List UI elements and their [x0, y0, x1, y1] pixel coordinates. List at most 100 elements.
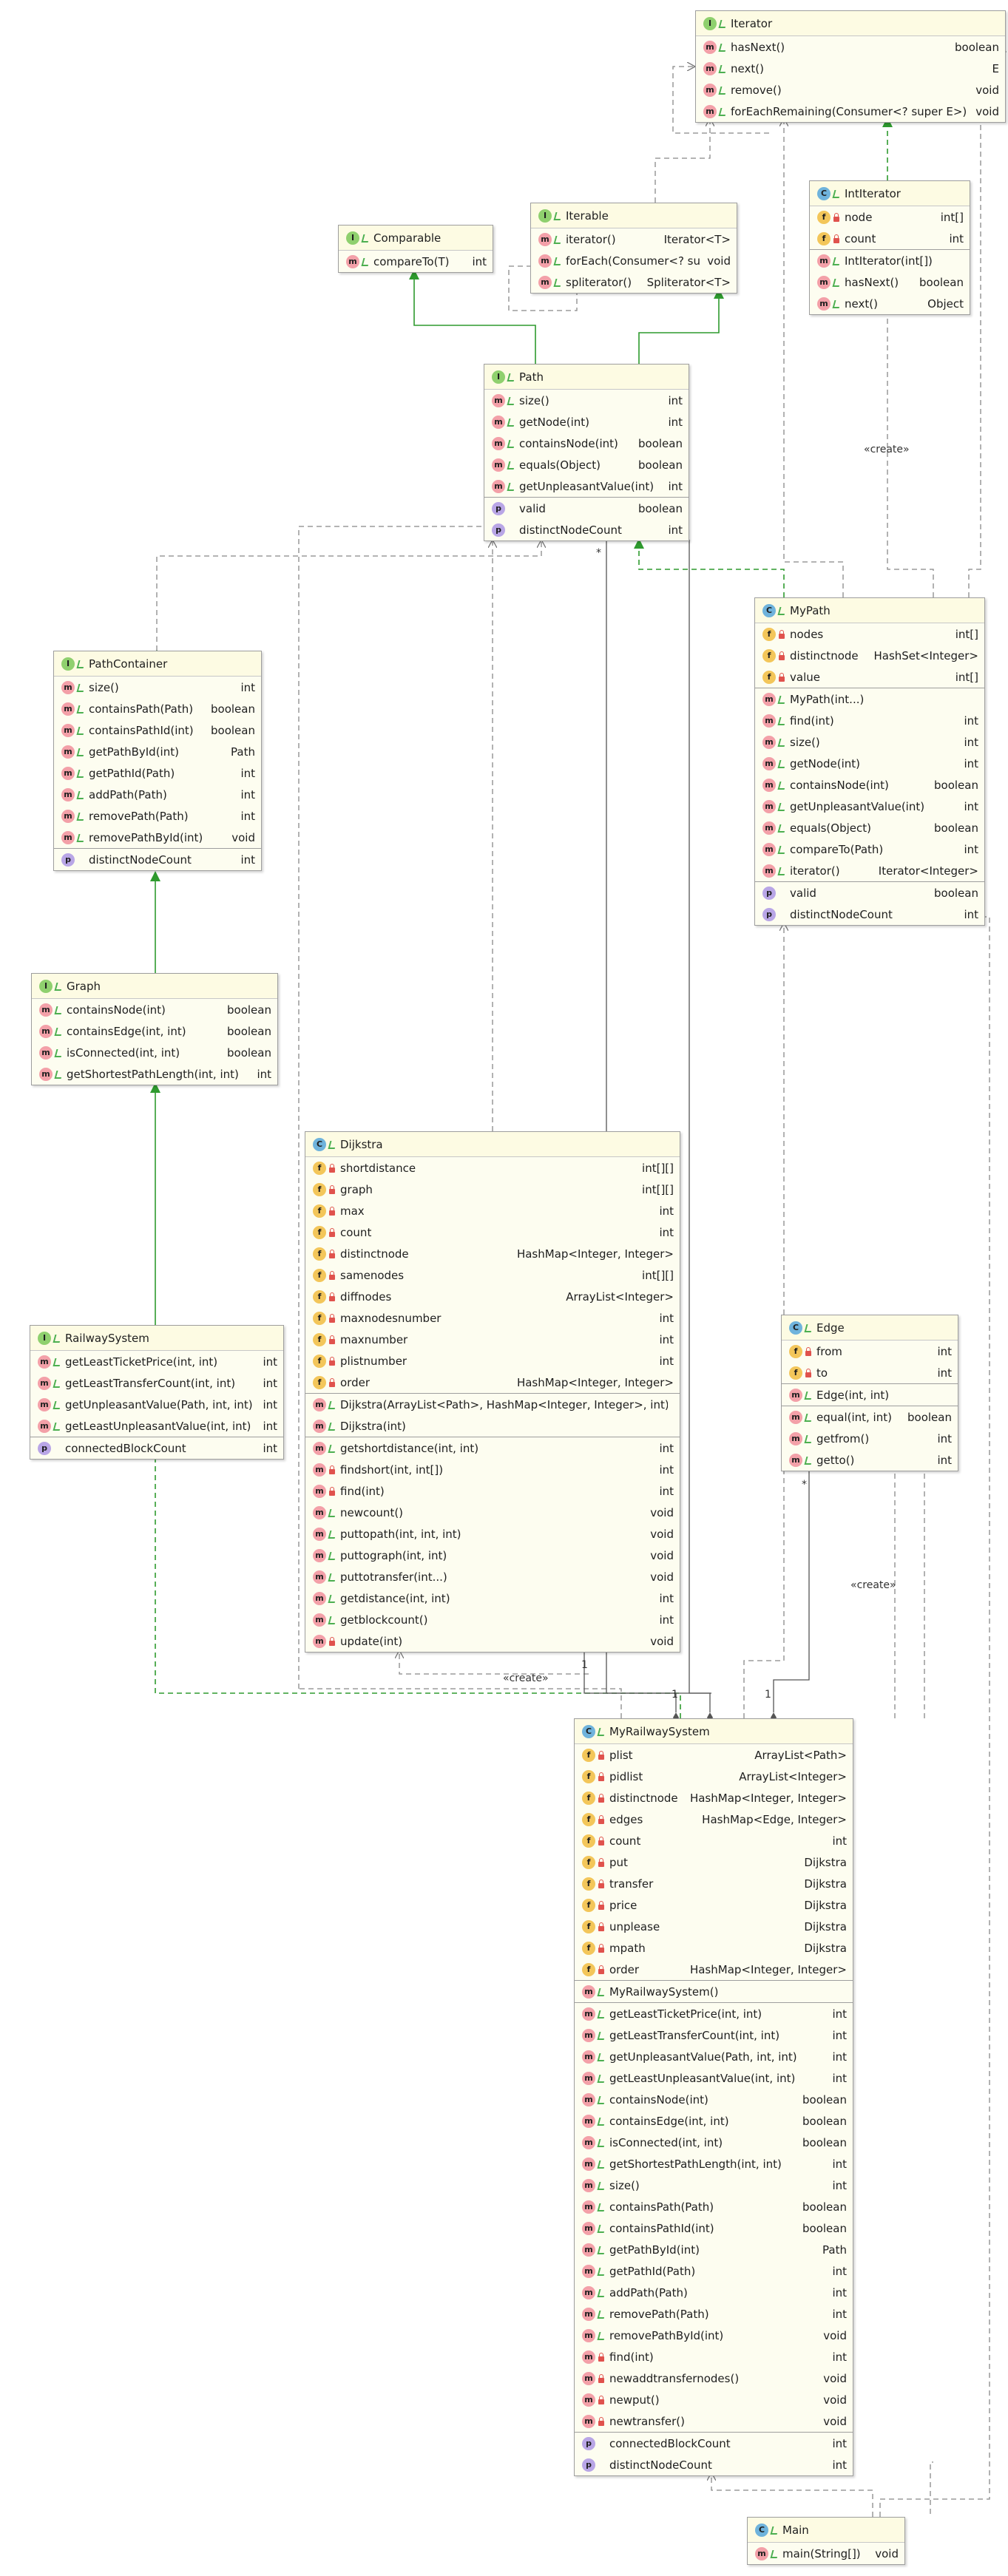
method-row[interactable]: mIntIterator(int[])	[810, 250, 970, 271]
method-row[interactable]: mhasNext()boolean	[696, 36, 1005, 58]
method-row[interactable]: mgetShortestPathLength(int, int)int	[32, 1063, 277, 1085]
method-row[interactable]: mremovePath(Path)int	[575, 2303, 853, 2325]
class-intiterator[interactable]: CIntIteratorfnodeint[]fcountintmIntItera…	[809, 180, 970, 315]
method-row[interactable]: mgetLeastTransferCount(int, int)int	[575, 2024, 853, 2046]
field-row[interactable]: fcountint	[575, 1830, 853, 1851]
method-row[interactable]: mgetUnpleasantValue(int)int	[755, 796, 984, 817]
method-row[interactable]: mgetLeastTicketPrice(int, int)int	[30, 1351, 283, 1372]
method-row[interactable]: mgetShortestPathLength(int, int)int	[575, 2153, 853, 2175]
method-row[interactable]: mnewaddtransfernodes()void	[575, 2367, 853, 2389]
method-row[interactable]: mcompareTo(Path)int	[755, 838, 984, 860]
field-row[interactable]: fmaxnumberint	[305, 1329, 680, 1350]
method-row[interactable]: mmain(String[])void	[748, 2543, 904, 2564]
method-row[interactable]: mcompareTo(T)int	[339, 251, 493, 272]
property-row[interactable]: pconnectedBlockCountint	[575, 2433, 853, 2454]
class-mypath[interactable]: CMyPathfnodesint[]fdistinctnodeHashSet<I…	[754, 597, 985, 926]
class-path[interactable]: IPathmsize()intmgetNode(int)intmcontains…	[484, 364, 689, 541]
method-row[interactable]: mfind(int)int	[755, 710, 984, 731]
method-row[interactable]: mequals(Object)boolean	[484, 454, 689, 475]
method-row[interactable]: mnewtransfer()void	[575, 2410, 853, 2432]
method-row[interactable]: mgetPathById(int)Path	[575, 2239, 853, 2260]
method-row[interactable]: mhasNext()boolean	[810, 271, 970, 293]
method-row[interactable]: mputtotransfer(int...)void	[305, 1566, 680, 1587]
class-railwaysystem[interactable]: IRailwaySystemmgetLeastTicketPrice(int, …	[30, 1325, 284, 1460]
method-row[interactable]: mgetNode(int)int	[755, 753, 984, 774]
method-row[interactable]: msize()int	[54, 677, 261, 698]
method-row[interactable]: miterator()Iterator<T>	[531, 228, 737, 250]
method-row[interactable]: msize()int	[755, 731, 984, 753]
method-row[interactable]: mcontainsPath(Path)boolean	[54, 698, 261, 719]
property-row[interactable]: pdistinctNodeCountint	[575, 2454, 853, 2475]
method-row[interactable]: mgetUnpleasantValue(int)int	[484, 475, 689, 497]
property-row[interactable]: pdistinctNodeCountint	[755, 904, 984, 925]
method-row[interactable]: mupdate(int)void	[305, 1630, 680, 1652]
method-row[interactable]: mDijkstra(ArrayList<Path>, HashMap<Integ…	[305, 1394, 680, 1415]
field-row[interactable]: fmaxnodesnumberint	[305, 1307, 680, 1329]
method-row[interactable]: miterator()Iterator<Integer>	[755, 860, 984, 881]
method-row[interactable]: mequal(int, int)boolean	[782, 1406, 958, 1428]
field-row[interactable]: fshortdistanceint[][]	[305, 1157, 680, 1179]
field-row[interactable]: fdiffnodesArrayList<Integer>	[305, 1286, 680, 1307]
method-row[interactable]: mcontainsPathId(int)boolean	[54, 719, 261, 741]
field-row[interactable]: fpriceDijkstra	[575, 1894, 853, 1916]
field-row[interactable]: ftoint	[782, 1362, 958, 1383]
property-row[interactable]: pdistinctNodeCountint	[54, 849, 261, 870]
method-row[interactable]: mcontainsNode(int)boolean	[575, 2089, 853, 2110]
method-row[interactable]: maddPath(Path)int	[575, 2282, 853, 2303]
method-row[interactable]: mMyPath(int...)	[755, 688, 984, 710]
field-row[interactable]: ffromint	[782, 1340, 958, 1362]
method-row[interactable]: mputtograph(int, int)void	[305, 1545, 680, 1566]
field-row[interactable]: fdistinctnodeHashMap<Integer, Integer>	[305, 1243, 680, 1264]
field-row[interactable]: fplistnumberint	[305, 1350, 680, 1372]
method-row[interactable]: mcontainsNode(int)boolean	[755, 774, 984, 796]
field-row[interactable]: fnodeint[]	[810, 206, 970, 228]
field-row[interactable]: forderHashMap<Integer, Integer>	[305, 1372, 680, 1393]
method-row[interactable]: mequals(Object)boolean	[755, 817, 984, 838]
field-row[interactable]: funpleaseDijkstra	[575, 1916, 853, 1937]
field-row[interactable]: fnodesint[]	[755, 623, 984, 645]
method-row[interactable]: mcontainsPath(Path)boolean	[575, 2196, 853, 2217]
method-row[interactable]: misConnected(int, int)boolean	[575, 2132, 853, 2153]
method-row[interactable]: mgetblockcount()int	[305, 1609, 680, 1630]
method-row[interactable]: mgetUnpleasantValue(Path, int, int)int	[575, 2046, 853, 2067]
field-row[interactable]: fvalueint[]	[755, 666, 984, 688]
method-row[interactable]: mremovePath(Path)int	[54, 805, 261, 827]
property-row[interactable]: pvalidboolean	[755, 882, 984, 904]
method-row[interactable]: maddPath(Path)int	[54, 784, 261, 805]
method-row[interactable]: mfind(int)int	[305, 1480, 680, 1502]
method-row[interactable]: misConnected(int, int)boolean	[32, 1042, 277, 1063]
method-row[interactable]: mcontainsPathId(int)boolean	[575, 2217, 853, 2239]
property-row[interactable]: pvalidboolean	[484, 498, 689, 519]
class-iterable[interactable]: IIterablemiterator()Iterator<T>mforEach(…	[530, 203, 737, 294]
method-row[interactable]: mremovePathById(int)void	[575, 2325, 853, 2346]
class-myrailwaysystem[interactable]: CMyRailwaySystemfplistArrayList<Path>fpi…	[574, 1718, 853, 2476]
method-row[interactable]: mforEach(Consumer<? super T>)void	[531, 250, 737, 271]
method-row[interactable]: mcontainsEdge(int, int)boolean	[32, 1020, 277, 1042]
method-row[interactable]: mgetLeastUnpleasantValue(int, int)int	[30, 1415, 283, 1437]
field-row[interactable]: fdistinctnodeHashSet<Integer>	[755, 645, 984, 666]
field-row[interactable]: fplistArrayList<Path>	[575, 1744, 853, 1766]
method-row[interactable]: mgetPathById(int)Path	[54, 741, 261, 762]
field-row[interactable]: fpidlistArrayList<Integer>	[575, 1766, 853, 1787]
class-iterator[interactable]: IIteratormhasNext()booleanmnext()Emremov…	[695, 10, 1006, 123]
property-row[interactable]: pconnectedBlockCountint	[30, 1437, 283, 1459]
method-row[interactable]: mnewcount()void	[305, 1502, 680, 1523]
method-row[interactable]: mforEachRemaining(Consumer<? super E>)vo…	[696, 101, 1005, 122]
method-row[interactable]: mMyRailwaySystem()	[575, 1981, 853, 2002]
method-row[interactable]: mgetdistance(int, int)int	[305, 1587, 680, 1609]
field-row[interactable]: fsamenodesint[][]	[305, 1264, 680, 1286]
method-row[interactable]: mgetto()int	[782, 1449, 958, 1471]
method-row[interactable]: mgetPathId(Path)int	[54, 762, 261, 784]
method-row[interactable]: mgetUnpleasantValue(Path, int, int)int	[30, 1394, 283, 1415]
property-row[interactable]: pdistinctNodeCountint	[484, 519, 689, 540]
field-row[interactable]: fmaxint	[305, 1200, 680, 1221]
method-row[interactable]: mnext()Object	[810, 293, 970, 314]
class-edge[interactable]: CEdgeffromintftointmEdge(int, int)mequal…	[781, 1315, 958, 1471]
method-row[interactable]: mEdge(int, int)	[782, 1384, 958, 1406]
field-row[interactable]: ftransferDijkstra	[575, 1873, 853, 1894]
class-graph[interactable]: IGraphmcontainsNode(int)booleanmcontains…	[31, 973, 278, 1085]
method-row[interactable]: msize()int	[575, 2175, 853, 2196]
method-row[interactable]: mgetfrom()int	[782, 1428, 958, 1449]
method-row[interactable]: msize()int	[484, 390, 689, 411]
method-row[interactable]: mfindshort(int, int[])int	[305, 1459, 680, 1480]
